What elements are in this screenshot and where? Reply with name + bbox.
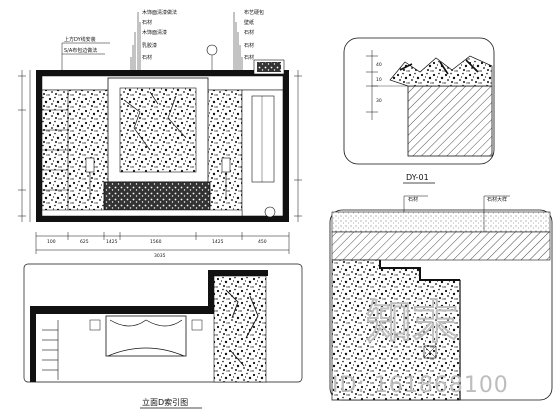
- plan-view: [23, 263, 303, 383]
- callout-top-8: 石材: [244, 29, 254, 36]
- plan-caption: 立面D索引图: [142, 397, 188, 407]
- section-symbol: [206, 44, 218, 56]
- left-shelves: [42, 90, 69, 216]
- detail-lower-label-2: 石材大样: [487, 196, 507, 203]
- callout-top-9: 石材: [244, 42, 254, 49]
- marble-veins: [123, 91, 187, 151]
- dim-bottom-1: 100: [47, 239, 56, 245]
- plan-wardrobe: [42, 320, 59, 380]
- elevation-top-callouts: 木饰面清漆做法 石材 木饰面清漆 乳胶漆 石材 布艺硬包 壁纸 石材 石材 石材: [130, 9, 264, 75]
- detail-dim-b: 10: [376, 77, 382, 83]
- section-marker: [264, 206, 276, 218]
- plan-wall-top: [30, 306, 238, 314]
- elevation-view: 上方DY线安装 S/A布包边做法 木饰面清漆做法 石材 木饰面清漆 乳胶漆 石材…: [18, 9, 302, 259]
- left-dimension: [18, 70, 31, 222]
- dim-bottom-4: 1560: [150, 239, 162, 245]
- lamp-left: [85, 157, 95, 173]
- callout-left-1: 上方DY线安装: [64, 36, 96, 43]
- right-dimension: [294, 70, 302, 222]
- headboard-panel: [119, 87, 197, 173]
- callout-top-1: 木饰面清漆做法: [142, 9, 177, 16]
- watermark: 知末 ID: 161868100: [332, 294, 509, 398]
- dim-total: 3035: [154, 253, 166, 259]
- detail-dy01-stone: [389, 55, 493, 87]
- plan-frame: [23, 263, 303, 383]
- callout-top-3: 木饰面清漆: [142, 29, 167, 36]
- plan-stone-area: [213, 275, 267, 383]
- detail-dy01-frame: [343, 37, 495, 165]
- plan-wall-left: [30, 306, 36, 382]
- callout-top-5: 石材: [142, 54, 152, 61]
- callout-top-10: 石材: [244, 54, 254, 61]
- detail-lower-label-1: 石材: [408, 196, 418, 203]
- plan-bed: [105, 315, 187, 357]
- detail-dy01: 40 10 30 DY-01: [343, 37, 495, 184]
- detail-lower-right: 石材 石材大样: [329, 195, 553, 401]
- callout-left-2: S/A布包边做法: [64, 47, 97, 54]
- callout-top-2: 石材: [142, 19, 152, 26]
- bottom-dimensions: 100 625 1425 1560 1425 450 3035: [35, 232, 290, 259]
- dim-bottom-6: 450: [258, 239, 267, 245]
- dim-bottom-3: 1425: [106, 239, 118, 245]
- callout-top-7: 壁纸: [244, 19, 254, 26]
- callout-top-6: 布艺硬包: [244, 9, 264, 16]
- lamp-right: [221, 157, 231, 173]
- detail-dim-c: 30: [376, 98, 382, 104]
- callout-top-4: 乳胶漆: [142, 42, 157, 49]
- watermark-id: ID: 161868100: [332, 373, 509, 398]
- detail-dim-a: 40: [376, 62, 382, 68]
- watermark-logo: 知末: [366, 295, 458, 349]
- detail-dy01-title: DY-01: [406, 173, 429, 182]
- dim-bottom-2: 625: [80, 239, 89, 245]
- detail-dy01-substrate: [407, 85, 493, 157]
- elevation-left-callouts: 上方DY线安装 S/A布包边做法: [61, 36, 110, 75]
- dim-bottom-5: 1425: [212, 239, 224, 245]
